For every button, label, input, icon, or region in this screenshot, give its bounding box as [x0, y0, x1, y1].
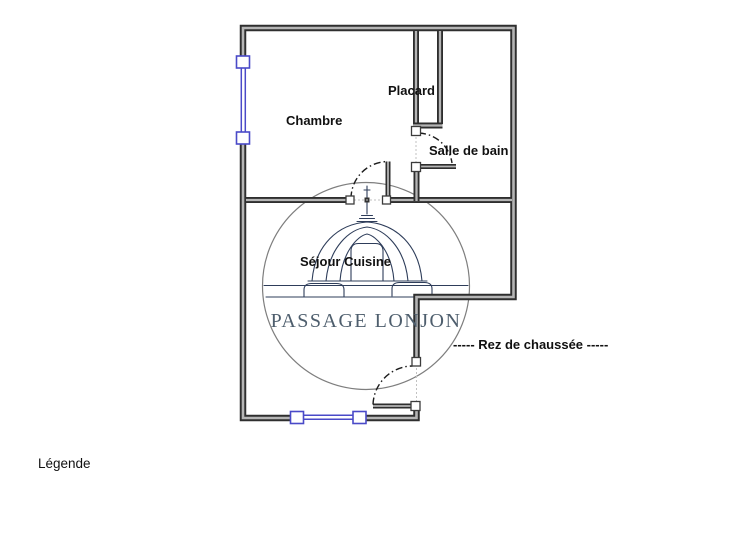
chambre-door-arc — [350, 160, 389, 199]
room-label-salle-de-bain: Salle de bain — [429, 143, 509, 158]
room-label-chambre: Chambre — [286, 113, 343, 128]
entry-door-arc — [372, 365, 413, 405]
watermark-text: PASSAGE LONJON — [270, 310, 462, 332]
room-label-sejour-cuisine: Séjour Cuisine — [300, 254, 392, 269]
room-label-placard: Placard — [388, 83, 435, 98]
door-opening-guides — [354, 137, 417, 401]
level-label-rez-de-chaussee: ----- Rez de chaussée ----- — [453, 337, 609, 352]
interior-walls — [246, 31, 512, 203]
window-left — [235, 55, 251, 145]
outer-walls — [239, 24, 517, 422]
door-jamb-markers — [345, 125, 422, 412]
bathroom-door-arc — [418, 132, 453, 164]
door-swing-arcs — [350, 132, 453, 405]
door-leaves — [373, 161, 456, 409]
legend-label: Légende — [38, 456, 91, 471]
window-bottom — [289, 410, 367, 425]
watermark-circle — [261, 181, 471, 391]
